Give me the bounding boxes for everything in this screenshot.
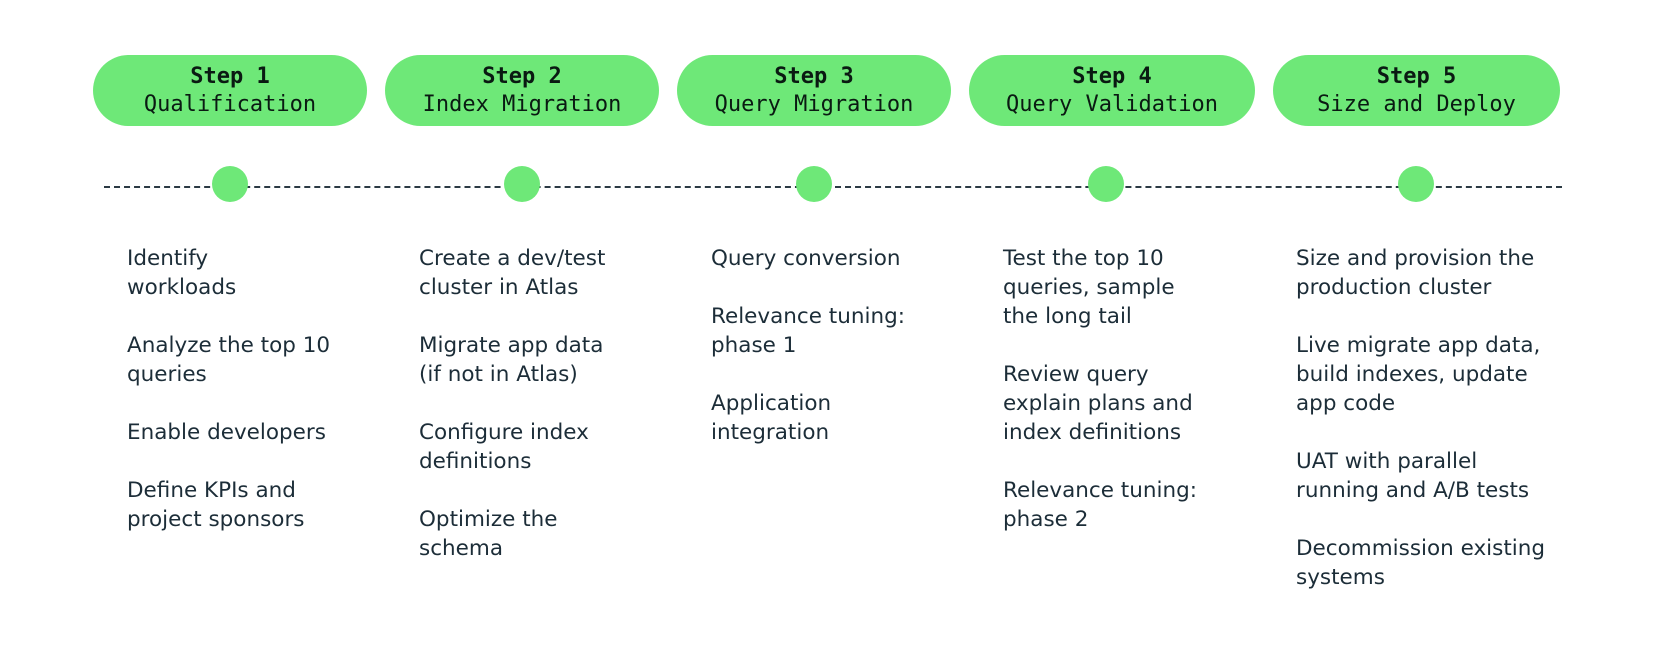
step-4-number: Step 4 <box>1072 63 1152 89</box>
step-4-tasks: Test the top 10 queries, sample the long… <box>1003 244 1278 563</box>
step-5-task: Decommission existing systems <box>1296 536 1546 590</box>
step-5-pill: Step 5 Size and Deploy <box>1273 55 1560 126</box>
step-5-tasks: Size and provision the production cluste… <box>1296 244 1596 621</box>
step-3-task: Query conversion <box>711 246 901 271</box>
step-2-pill: Step 2 Index Migration <box>385 55 659 126</box>
step-3-pill: Step 3 Query Migration <box>677 55 951 126</box>
step-1-pill: Step 1 Qualification <box>93 55 367 126</box>
step-5-dot <box>1398 166 1434 202</box>
step-5-number: Step 5 <box>1376 63 1457 89</box>
step-1-task: Define KPIs and project sponsors <box>127 478 305 532</box>
step-4-task: Relevance tuning: phase 2 <box>1003 478 1197 532</box>
step-1-task: Analyze the top 10 queries <box>127 333 331 387</box>
step-2-dot <box>504 166 540 202</box>
step-2-task: Migrate app data (if not in Atlas) <box>419 333 604 387</box>
step-3-task: Relevance tuning: phase 1 <box>711 304 905 358</box>
step-4-dot <box>1088 166 1124 202</box>
step-2-task: Optimize the schema <box>419 507 558 561</box>
timeline-line <box>104 186 1562 188</box>
step-1-number: Step 1 <box>190 63 270 89</box>
step-2-tasks: Create a dev/test cluster in Atlas Migra… <box>419 244 694 592</box>
step-2-number: Step 2 <box>482 63 562 89</box>
step-5-task: Live migrate app data, build indexes, up… <box>1296 333 1541 416</box>
step-2-task: Create a dev/test cluster in Atlas <box>419 246 606 300</box>
step-1-title: Qualification <box>143 91 317 117</box>
step-4-pill: Step 4 Query Validation <box>969 55 1255 126</box>
step-1-task: Enable developers <box>127 420 326 445</box>
step-3-dot <box>796 166 832 202</box>
step-2-title: Index Migration <box>422 91 622 117</box>
step-5-task: Size and provision the production cluste… <box>1296 246 1535 300</box>
step-1-tasks: Identify workloads Analyze the top 10 qu… <box>127 244 402 563</box>
step-4-task: Test the top 10 queries, sample the long… <box>1003 246 1175 329</box>
step-5-task: UAT with parallel running and A/B tests <box>1296 449 1530 503</box>
step-3-number: Step 3 <box>774 63 854 89</box>
step-3-task: Application integration <box>711 391 832 445</box>
step-1-task: Identify workloads <box>127 246 237 300</box>
step-4-task: Review query explain plans and index def… <box>1003 362 1193 445</box>
step-3-title: Query Migration <box>714 91 914 117</box>
step-3-tasks: Query conversion Relevance tuning: phase… <box>711 244 986 476</box>
step-5-title: Size and Deploy <box>1317 91 1516 117</box>
step-1-dot <box>212 166 248 202</box>
step-4-title: Query Validation <box>1006 91 1218 117</box>
step-2-task: Configure index definitions <box>419 420 589 474</box>
